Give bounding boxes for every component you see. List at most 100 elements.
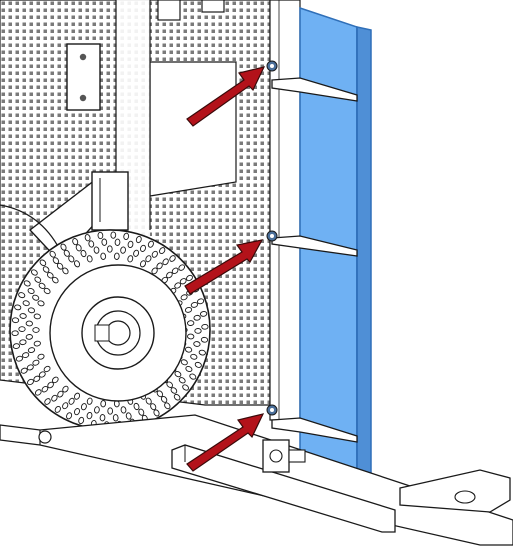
tread-knob [120,246,126,254]
tread-knob [110,231,117,239]
tread-knob [193,314,201,321]
arrow-top [186,66,266,127]
tread-knob [26,364,34,371]
tread-knob [25,320,33,327]
tread-knob [193,341,201,347]
tread-knob [11,330,19,337]
tread-knob [42,266,50,273]
tread-knob [127,255,134,263]
tread-knob [12,343,21,349]
tread-knob [49,250,56,258]
tread-knob [14,304,22,311]
tread-knob [74,408,80,416]
tread-knob [51,376,59,384]
tread-knob [32,294,40,301]
tread-knob [185,365,193,373]
wheel-hub [81,296,155,370]
tread-knob [84,234,91,242]
tread-knob [22,300,30,307]
arrow-middle [184,239,264,295]
tread-knob [37,300,45,307]
mounting-plate [66,43,101,111]
tread-knob [153,409,160,417]
tread-knob [75,244,82,252]
tread-knob [106,245,113,253]
tread-knob [178,377,186,384]
tread-knob [47,381,54,389]
tread-knob [179,278,187,285]
tread-knob [73,392,81,400]
tread-knob [27,347,36,354]
tread-knob [46,272,54,279]
tread-knob [174,370,182,378]
tread-knob [51,276,59,284]
tread-knob [39,259,47,267]
panel-brackets [271,77,358,443]
tread-knob [159,247,166,255]
tread-knob [86,397,93,405]
tread-knob [11,317,20,324]
tread-knob [37,353,45,360]
tread-knob [52,257,60,264]
tread-knob [145,255,152,263]
tread-knob [187,333,195,340]
tread-knob [199,311,208,317]
tread-knob [38,371,46,378]
tread-knob [62,267,69,275]
tread-knob [62,402,69,410]
tread-knob [197,298,205,305]
tread-knob [156,262,163,270]
tread-knob [173,393,181,401]
tread-knob [200,336,209,343]
tread-knob [150,403,157,411]
tread-knob [44,398,51,405]
top-notches [157,0,225,21]
arrow-bottom [186,413,265,472]
tread-knob [180,359,188,366]
tread-knob [86,411,93,420]
tread-knob [120,406,127,414]
bolt-icon [79,94,87,102]
tread-knob [33,340,41,347]
tread-knob [160,396,168,403]
tread-knob [56,262,64,270]
mesh-window-opening [149,61,237,197]
tread-knob [162,258,169,266]
tread-knob [43,365,51,373]
tread-knob [34,276,42,283]
tread-knob [73,260,81,268]
tread-knob [147,240,154,248]
tread-knob [86,255,93,263]
tread-knob [68,397,75,405]
rail-hook [38,430,52,444]
tread-knob [184,306,193,313]
tread-knob [100,400,107,408]
tread-knob [198,349,206,356]
tread-knob [112,414,119,422]
tread-knob [23,280,31,287]
tread-knob [166,271,173,279]
fasteners [266,60,278,416]
tread-knob [190,301,198,308]
tread-knob [15,355,23,362]
tread-knob [190,353,198,360]
indicator-arrows [184,66,266,472]
tread-knob [62,385,69,393]
tread-knob [93,246,100,254]
tread-knob [166,381,174,388]
tread-knob [94,406,100,414]
tread-knob [19,313,27,319]
lower-channel [171,444,396,533]
tread-knob [18,292,26,299]
tread-knob [169,255,176,262]
tread-knob [151,267,158,275]
tread-knob [88,240,95,248]
tread-knob [187,320,195,326]
tread-knob [164,402,171,410]
tread-knob [100,252,107,260]
tread-knob [170,387,178,394]
tread-knob [34,389,42,396]
tread-knob [27,378,34,386]
